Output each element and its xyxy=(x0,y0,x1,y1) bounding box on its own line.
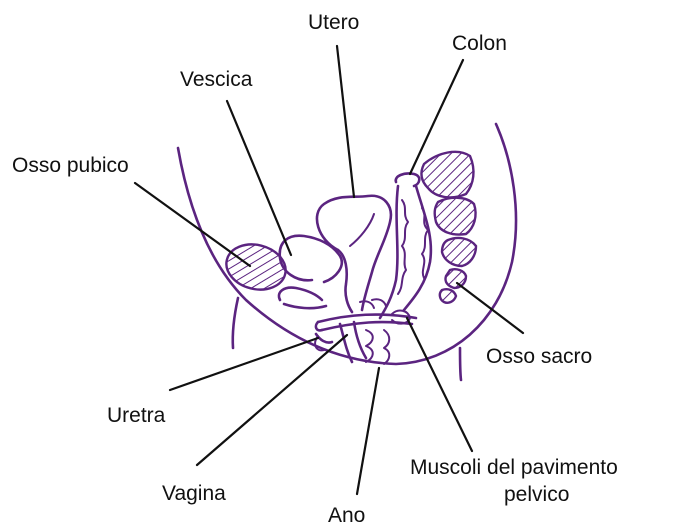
leader-muscoli xyxy=(407,318,472,451)
label-muscoli-line2: pelvico xyxy=(504,483,569,506)
leader-lines xyxy=(135,46,523,494)
sacrum xyxy=(421,152,476,303)
label-osso-sacro: Osso sacro xyxy=(486,345,592,368)
label-muscoli-line1: Muscoli del pavimento xyxy=(410,456,618,479)
leader-ano xyxy=(357,368,379,494)
label-uretra: Uretra xyxy=(107,404,166,427)
label-vescica: Vescica xyxy=(180,68,253,91)
label-colon: Colon xyxy=(452,32,507,55)
colon xyxy=(380,173,431,318)
leader-utero xyxy=(337,46,354,197)
label-osso-pubico: Osso pubico xyxy=(12,154,129,177)
leader-osso-pubico xyxy=(135,183,250,266)
label-vagina: Vagina xyxy=(162,482,226,505)
leader-osso-sacro xyxy=(457,283,523,333)
uterus xyxy=(317,196,391,312)
label-ano: Ano xyxy=(328,504,365,526)
pelvic-floor xyxy=(316,299,416,330)
labels: Utero Colon Vescica Osso pubico Osso sac… xyxy=(12,11,618,526)
label-utero: Utero xyxy=(308,11,359,34)
anus xyxy=(366,330,389,364)
leader-uretra xyxy=(170,338,318,390)
leader-vescica xyxy=(227,101,291,255)
